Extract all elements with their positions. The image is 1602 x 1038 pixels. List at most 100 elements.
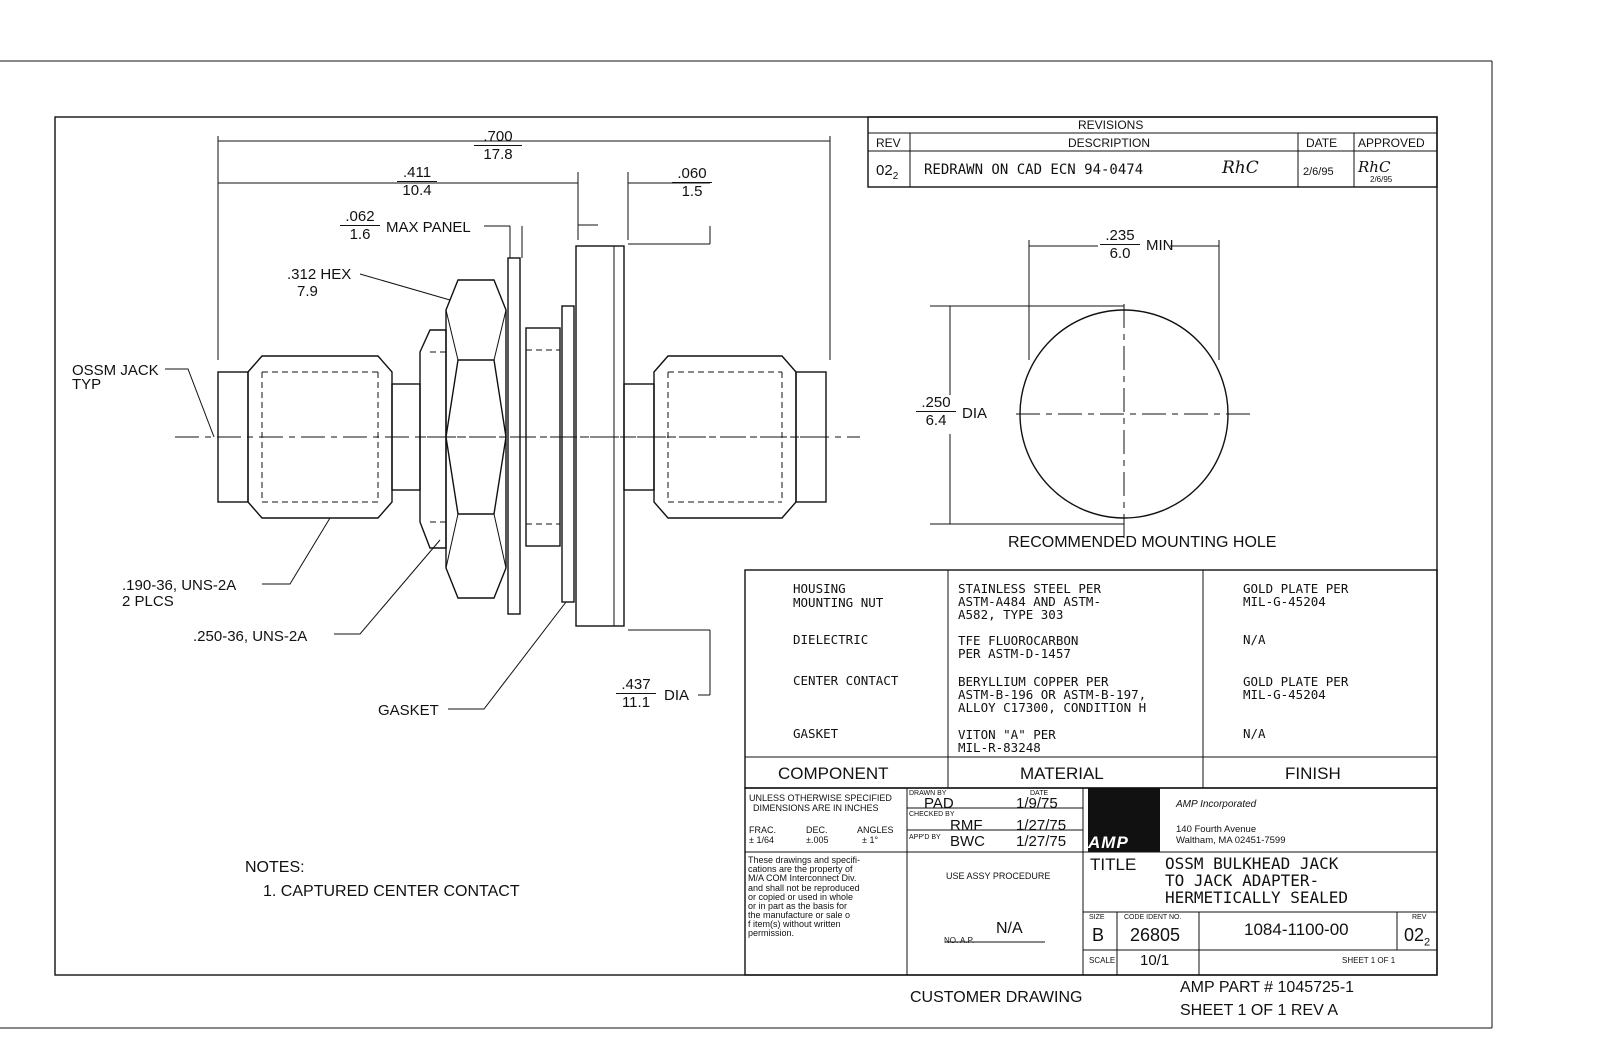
- tb-company: AMP Incorporated: [1176, 799, 1257, 810]
- mat-row4-material-2: MIL-R-83248: [958, 740, 1041, 756]
- tb-proprietary: These drawings and specifi- cations are …: [748, 855, 861, 939]
- tb-na: N/A: [996, 920, 1023, 937]
- tb-rev-sub: 2: [1424, 936, 1431, 949]
- tb-title-label: TITLE: [1090, 855, 1137, 874]
- tb-prop-7: the manufacture or sale o: [748, 910, 851, 921]
- tb-code-label: CODE IDENT NO.: [1124, 914, 1182, 921]
- tb-prop-8: f item(s) without written: [748, 919, 841, 930]
- callout-thread2: .250-36, UNS-2A: [193, 628, 308, 645]
- tb-scale: 10/1: [1140, 952, 1170, 969]
- mat-row4-material-1: VITON "A" PER: [958, 727, 1056, 742]
- mat-row3-finish-2: MIL-G-45204: [1243, 687, 1326, 703]
- tb-title-2: TO JACK ADAPTER-: [1165, 870, 1320, 890]
- rev-row-approved-initials: RhC: [1358, 158, 1391, 176]
- mat-row3-component: CENTER CONTACT: [793, 673, 899, 688]
- dim-overall-mm: 17.8: [483, 146, 513, 164]
- dim-hole-dia-label: DIA: [962, 405, 988, 422]
- tb-title: OSSM BULKHEAD JACK TO JACK ADAPTER- HERM…: [1165, 854, 1348, 906]
- mat-row3-material-1: BERYLLIUM COPPER PER: [958, 674, 1109, 689]
- tb-prop-1: These drawings and specifi-: [748, 855, 861, 865]
- dim-flange-dia-mm: 11.1: [621, 694, 651, 712]
- rev-row-approved-date: 2/6/95: [1370, 175, 1393, 184]
- callout-jack-1: OSSM JACK: [72, 362, 159, 379]
- mat-row1-component-2: MOUNTING NUT: [793, 595, 884, 611]
- dim-hex-in: .312 HEX: [287, 266, 352, 283]
- mat-row1-material-1: STAINLESS STEEL PER: [958, 581, 1101, 596]
- mat-header-material: MATERIAL: [1020, 764, 1104, 783]
- tb-dwg-no: 1084-1100-00: [1244, 920, 1349, 939]
- mat-row3-material-2: ASTM-B-196 OR ASTM-B-197,: [958, 687, 1147, 703]
- dim-hole-min-in: .235: [1100, 227, 1140, 246]
- dim-hole-min-label: MIN: [1146, 237, 1174, 254]
- tb-prop-9: permission.: [748, 928, 795, 939]
- tb-rev-main: 02: [1404, 925, 1425, 945]
- rev-row-date: 2/6/95: [1303, 166, 1334, 178]
- tb-rev: 022: [1404, 926, 1430, 949]
- mounting-hole-view: [930, 240, 1252, 540]
- rev-row-rev-main: 02: [876, 162, 893, 179]
- mat-row2-finish: N/A: [1243, 632, 1266, 647]
- mat-row3-finish-1: GOLD PLATE PER: [1243, 674, 1349, 689]
- mat-row1-material-3: A582, TYPE 303: [958, 607, 1064, 623]
- tb-size: B: [1092, 925, 1105, 945]
- dim-hole-min-mm: 6.0: [1109, 245, 1131, 263]
- rev-header-rev: REV: [876, 136, 901, 150]
- tb-ang-label: ANGLES: [857, 825, 894, 835]
- dim-hole-dia-mm: 6.4: [925, 412, 947, 430]
- tb-rev-label: REV: [1412, 914, 1427, 921]
- tb-tolerance-1: UNLESS OTHERWISE SPECIFIED: [749, 793, 892, 803]
- title-block: [744, 787, 1438, 976]
- footer-customer: CUSTOMER DRAWING: [910, 989, 1083, 1006]
- tb-prop-4: and shall not be reproduced: [748, 882, 860, 893]
- rev-header-approved: APPROVED: [1358, 136, 1425, 150]
- dim-flange-in: .060: [672, 165, 712, 184]
- dimension-lines: [165, 136, 831, 710]
- mat-row3-material-3: ALLOY C17300, CONDITION H: [958, 700, 1147, 716]
- dim-hex-mm: 7.9: [297, 283, 318, 300]
- tb-prop-6: or in part as the basis for: [748, 900, 848, 911]
- revisions-table: [867, 116, 1438, 188]
- tb-prop-2: cations are the property of: [748, 864, 853, 875]
- tb-ang-val: ± 1°: [862, 835, 879, 845]
- tb-code: 26805: [1130, 925, 1181, 945]
- dim-flange-dia-label: DIA: [664, 687, 690, 704]
- rev-header-desc: DESCRIPTION: [1068, 136, 1151, 150]
- amp-logo-block: [1088, 788, 1160, 852]
- rev-header-date: DATE: [1306, 136, 1338, 150]
- mat-row2-material-1: TFE FLUOROCARBON: [958, 633, 1079, 648]
- tb-title-1: OSSM BULKHEAD JACK: [1165, 854, 1339, 873]
- tb-frac-val: ± 1/64: [749, 835, 774, 845]
- callout-gasket: GASKET: [378, 702, 439, 719]
- tb-drawn-date: 1/9/75: [1016, 795, 1058, 812]
- notes-title: NOTES:: [245, 859, 305, 876]
- tb-address-1: 140 Fourth Avenue: [1176, 824, 1257, 835]
- mat-row1-finish-1: GOLD PLATE PER: [1243, 581, 1349, 596]
- rev-row-desc: REDRAWN ON CAD ECN 94-0474: [924, 162, 1144, 178]
- tb-checked-date: 1/27/75: [1016, 817, 1067, 834]
- mat-row2-material-2: PER ASTM-D-1457: [958, 646, 1071, 662]
- tb-drawn: PAD: [924, 795, 954, 812]
- mat-header-finish: FINISH: [1285, 764, 1341, 783]
- tb-date-label: DATE: [1030, 790, 1049, 797]
- dim-overall-in: .700: [474, 128, 522, 147]
- mat-header-component: COMPONENT: [778, 764, 889, 783]
- tb-dec-val: ±.005: [806, 835, 829, 845]
- tb-drawn-label: DRAWN BY: [909, 790, 947, 797]
- revisions-title: REVISIONS: [1078, 118, 1144, 132]
- tb-prop-3: M/A COM Interconnect Div.: [748, 873, 857, 884]
- dim-flange-mm: 1.5: [681, 183, 703, 201]
- tb-ap-label: NO. A.P.: [944, 936, 975, 945]
- tb-appd-date: 1/27/75: [1016, 833, 1067, 850]
- footer-sheet: SHEET 1 OF 1 REV A: [1180, 1002, 1338, 1019]
